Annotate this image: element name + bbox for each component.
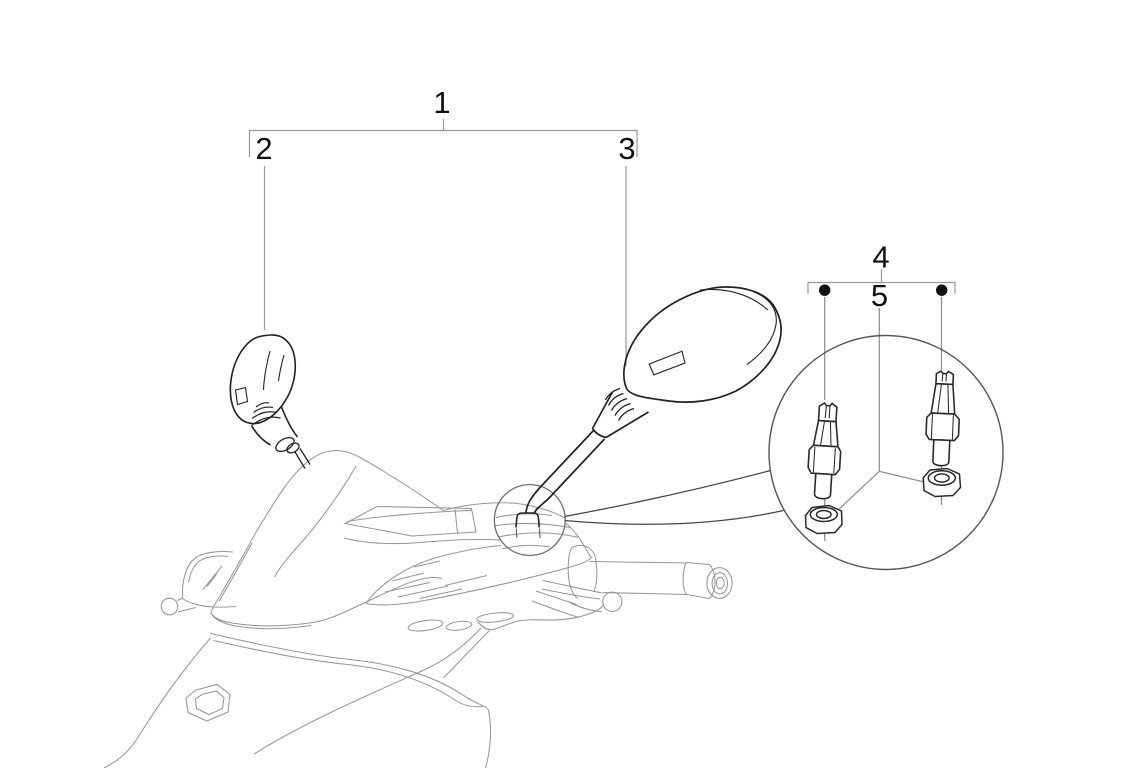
svg-text:5: 5 xyxy=(871,278,888,313)
svg-text:4: 4 xyxy=(872,240,889,275)
svg-text:3: 3 xyxy=(618,131,635,166)
svg-text:2: 2 xyxy=(255,131,272,166)
svg-text:1: 1 xyxy=(433,85,450,120)
